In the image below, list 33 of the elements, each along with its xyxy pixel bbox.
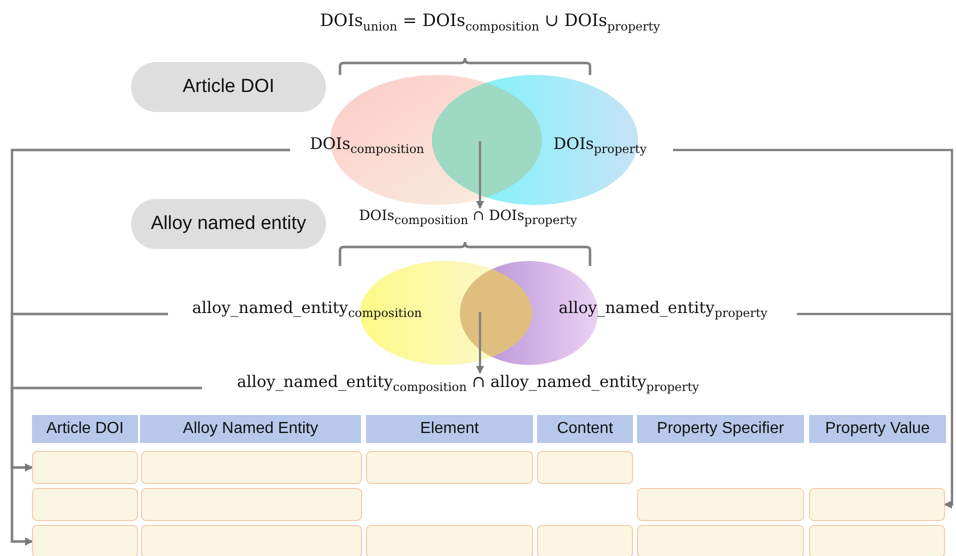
table-cell — [141, 525, 362, 556]
table-cell — [809, 525, 945, 556]
table-cell — [637, 525, 804, 556]
set-label: DOIs$_{composition}$ ∩ DOIs$_{property}$ — [350, 207, 586, 233]
set-label: alloy_named_entity$_{composition}$ — [178, 298, 436, 328]
arrow — [476, 312, 484, 374]
column-header: Alloy Named Entity — [140, 415, 361, 443]
table-cell — [32, 451, 138, 484]
arrow — [476, 141, 484, 209]
table-cell — [141, 488, 362, 521]
category-tag: Article DOI — [131, 62, 326, 112]
column-header: Article DOI — [32, 415, 138, 443]
set-label: DOIs$_{composition}$ — [300, 134, 434, 164]
set-label: DOIs$_{property}$ — [545, 134, 655, 164]
set-formula: DOIs$_{union}$ = DOIs$_{composition}$ ∪ DOIs$_{property}$ — [319, 10, 661, 35]
category-tag: Alloy named entity — [131, 199, 326, 249]
set-label: alloy_named_entity$_{composition}$ ∩ alloy_named_entity$_{property}$ — [212, 372, 724, 402]
table-cell — [637, 488, 804, 521]
column-header: Element — [366, 415, 533, 443]
table-cell — [537, 451, 633, 484]
table-cell — [366, 451, 533, 484]
table-cell — [32, 525, 138, 556]
table-cell — [809, 488, 945, 521]
column-header: Property Specifier — [637, 415, 804, 443]
table-cell — [141, 451, 362, 484]
column-header: Content — [537, 415, 633, 443]
arrow — [797, 312, 954, 508]
column-header: Property Value — [809, 415, 946, 443]
table-cell — [537, 525, 633, 556]
table-cell — [32, 488, 138, 521]
arrow — [10, 386, 202, 546]
table-cell — [366, 525, 533, 556]
set-label: alloy_named_entity$_{property}$ — [547, 298, 779, 328]
